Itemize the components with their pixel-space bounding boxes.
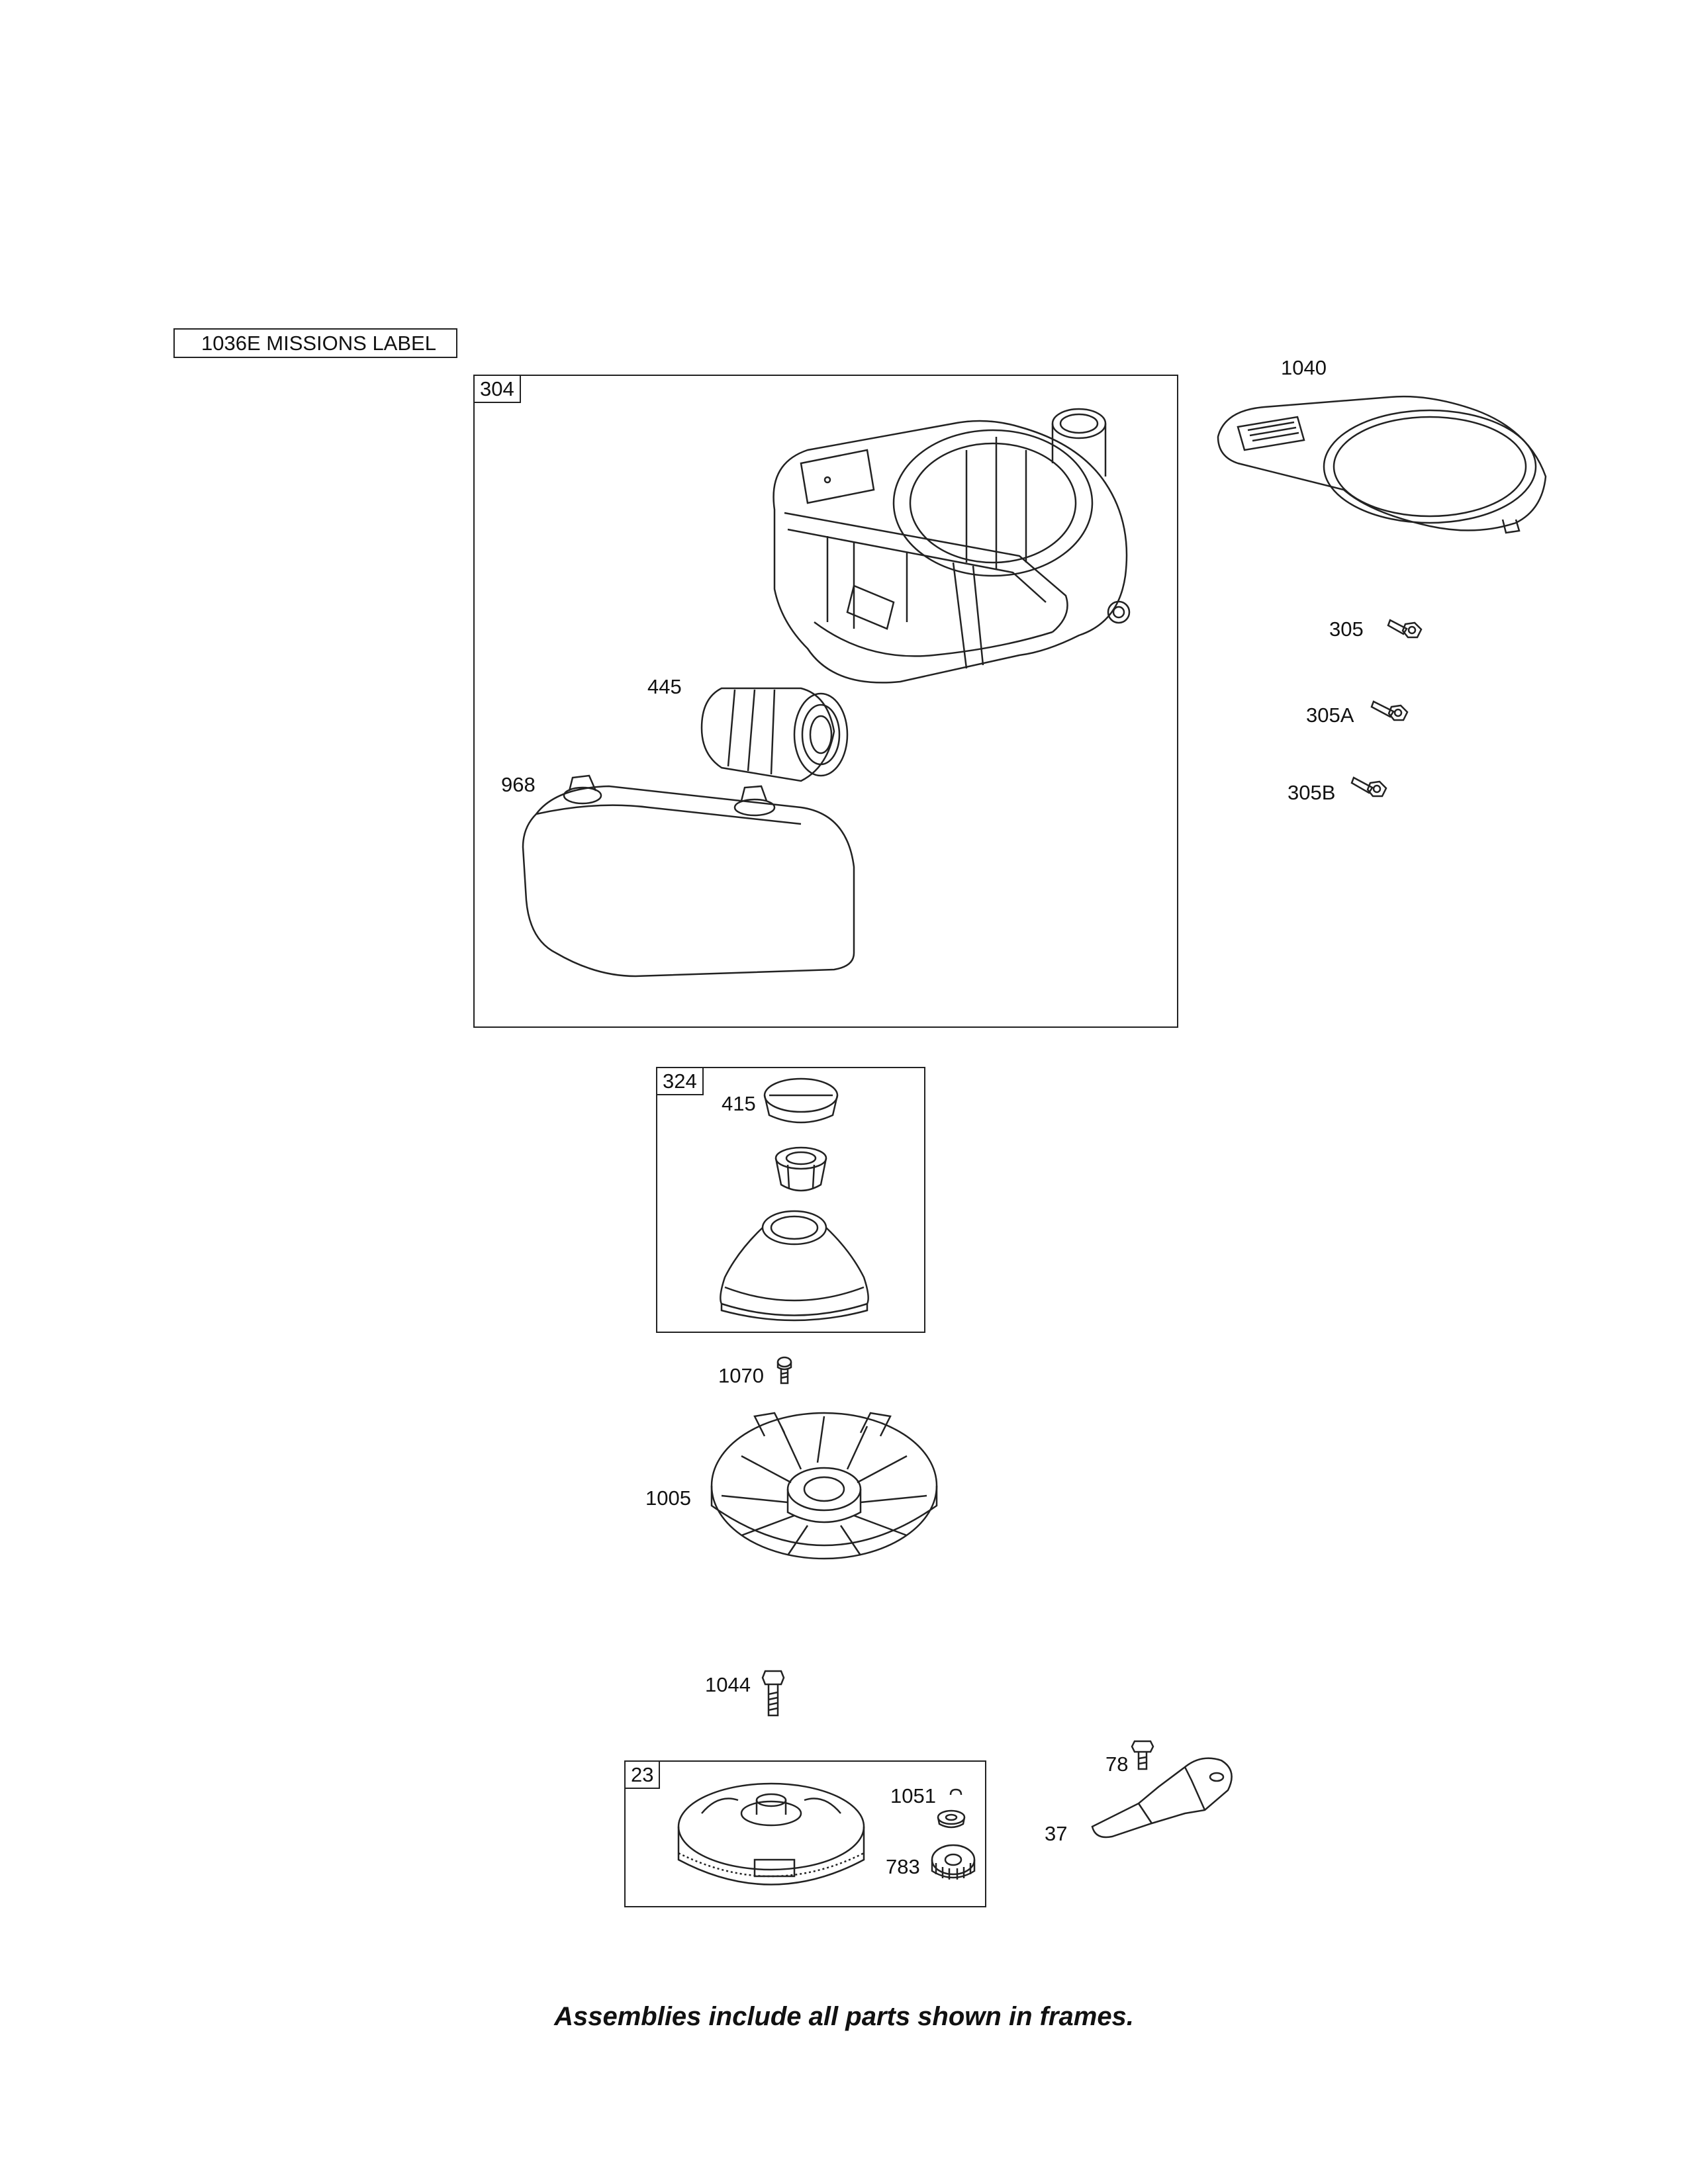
bolt-305A-icon (1370, 695, 1417, 728)
frame-324: 324 (656, 1067, 925, 1333)
frame-23-tag: 23 (624, 1760, 661, 1790)
bolt-1044-icon (760, 1668, 786, 1721)
part-label-1051: 1051 (890, 1784, 936, 1807)
screw-1070-icon (774, 1355, 794, 1388)
air-filter-drawing (695, 668, 861, 794)
filter-cover-drawing (516, 774, 861, 979)
fan-drawing (702, 1396, 947, 1575)
bolt-305B-icon (1350, 771, 1397, 804)
part-label-1044: 1044 (705, 1673, 751, 1696)
part-label-37: 37 (1045, 1822, 1068, 1845)
part-label-1070: 1070 (718, 1364, 764, 1387)
part-label-415: 415 (722, 1092, 756, 1115)
starter-cup-drawing (768, 1145, 834, 1201)
part-label-305: 305 (1329, 617, 1364, 641)
blower-baffle-drawing (1211, 390, 1556, 536)
part-label-445: 445 (647, 675, 682, 698)
footer-note: Assemblies include all parts shown in fr… (554, 2002, 1134, 2031)
bracket-37-drawing (1086, 1747, 1238, 1846)
part-label-78: 78 (1105, 1752, 1129, 1776)
part-label-968: 968 (501, 773, 536, 796)
clip-1051-icon (948, 1787, 964, 1799)
gear-783-icon (927, 1837, 980, 1889)
part-label-1040: 1040 (1281, 356, 1327, 379)
frame-304-tag: 304 (473, 375, 521, 404)
missions-label-box: 1036E MISSIONS LABEL (173, 328, 457, 358)
missions-label-text: 1036E MISSIONS LABEL (201, 332, 436, 355)
part-label-305B: 305B (1288, 781, 1336, 804)
blower-housing-drawing (735, 404, 1158, 688)
flywheel-drawing (672, 1767, 870, 1903)
part-label-783: 783 (886, 1855, 920, 1878)
part-label-1005: 1005 (645, 1486, 691, 1510)
frame-23: 23 (624, 1760, 986, 1907)
starter-screen-drawing (712, 1205, 877, 1324)
frame-324-tag: 324 (656, 1067, 704, 1096)
frame-304: 304 (473, 375, 1178, 1028)
bolt-78-icon (1131, 1737, 1154, 1774)
starter-cap-drawing (761, 1075, 841, 1132)
bolt-305-icon (1387, 612, 1427, 645)
washer-icon (935, 1807, 968, 1833)
part-label-305A: 305A (1306, 704, 1354, 727)
